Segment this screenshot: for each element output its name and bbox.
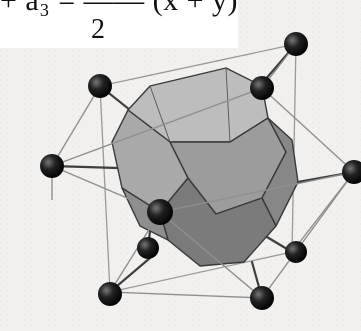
formula-denominator: 2 bbox=[91, 14, 105, 45]
formula-top-line: + a₃ = —— (x + y) bbox=[0, 0, 239, 17]
atom-back-bottom-right bbox=[285, 241, 307, 263]
cube-front-edges bbox=[51, 43, 355, 299]
atom-front-bottom-left bbox=[98, 282, 122, 306]
atom-front-center bbox=[147, 199, 173, 225]
atom-front-left bbox=[40, 154, 64, 178]
atoms bbox=[40, 32, 361, 310]
wigner-seitz-cell bbox=[111, 67, 299, 267]
atom-back-bottom-left bbox=[137, 237, 159, 259]
atom-back-top-left bbox=[88, 74, 112, 98]
atom-front-top-right bbox=[250, 76, 274, 100]
formula-fragment: + a₃ = —— (x + y) 2 bbox=[0, 0, 238, 48]
atom-front-right bbox=[342, 160, 361, 184]
atom-front-bottom-right bbox=[250, 286, 274, 310]
atom-back-top-right bbox=[284, 32, 308, 56]
